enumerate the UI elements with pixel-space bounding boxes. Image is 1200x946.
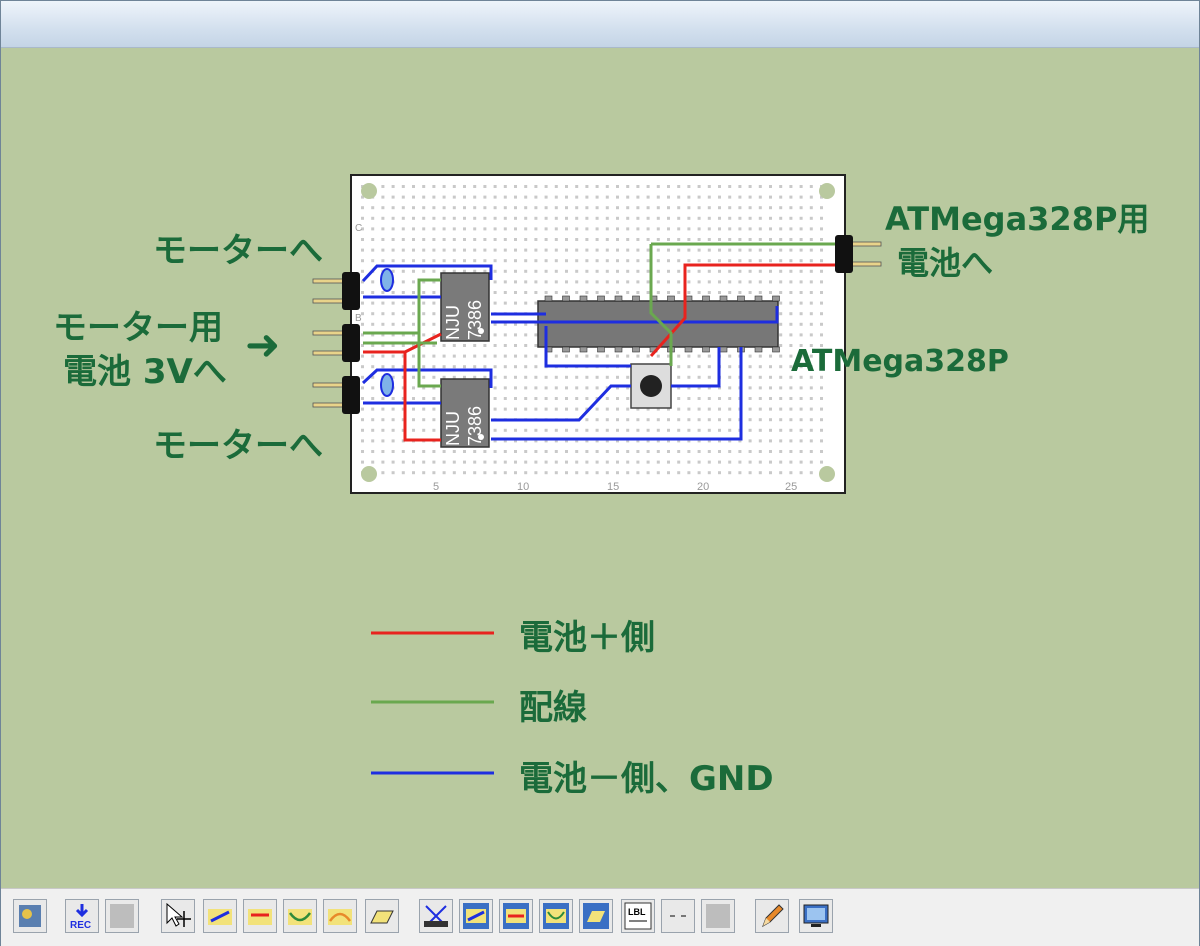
green-wires xyxy=(363,242,839,388)
pin-header-right xyxy=(835,235,882,273)
atmega-chip-label: ATMega328P xyxy=(791,344,1009,379)
col-number: 5 xyxy=(433,481,439,493)
monitor-button[interactable] xyxy=(799,899,833,933)
motor-battery-label-1: モーター用 xyxy=(53,308,223,348)
svg-text:REC: REC xyxy=(70,920,91,931)
pad-button[interactable] xyxy=(365,899,399,933)
rec-button[interactable]: REC xyxy=(65,899,99,933)
push-button-cap xyxy=(640,375,662,397)
legend-label-blue: 電池－側、GND xyxy=(519,759,774,799)
atmega-battery-label-2: 電池へ xyxy=(897,244,994,282)
blue-wires xyxy=(361,264,779,441)
pad-icon xyxy=(370,910,394,924)
wire-blue-button[interactable] xyxy=(203,899,237,933)
board-diagram: C B 5 10 15 20 25 NJU 7386 NJU 7386 xyxy=(312,174,882,775)
col-number: 20 xyxy=(697,481,709,493)
arrow-icon: ➜ xyxy=(245,320,281,369)
atmega-chip xyxy=(537,300,779,348)
row-label: B xyxy=(355,313,362,324)
blank2-button[interactable] xyxy=(701,899,735,933)
chip-label: NJU xyxy=(443,305,463,340)
pencil-button[interactable] xyxy=(755,899,789,933)
pencil-icon xyxy=(762,904,784,928)
motor-bottom-label: モーターへ xyxy=(153,426,323,466)
wire-red-button[interactable] xyxy=(243,899,277,933)
blank-button[interactable] xyxy=(105,899,139,933)
chip-label: NJU xyxy=(443,411,463,446)
pad-board-button[interactable] xyxy=(579,899,613,933)
svg-text:LBL: LBL xyxy=(628,907,646,917)
rec-icon: REC xyxy=(70,904,91,931)
capacitor xyxy=(380,268,394,292)
erase-button[interactable] xyxy=(419,899,453,933)
perfboard-holes xyxy=(361,185,823,475)
jumper-green-button[interactable] xyxy=(283,899,317,933)
jumper-board-icon xyxy=(543,903,569,929)
dash-icon xyxy=(670,915,686,917)
push-button xyxy=(630,363,672,409)
title-bar[interactable] xyxy=(1,1,1199,48)
wire-red-board-button[interactable] xyxy=(499,899,533,933)
wire-blue-board-icon xyxy=(463,903,489,929)
jumper-board-button[interactable] xyxy=(539,899,573,933)
capacitor xyxy=(380,373,394,397)
wire-red-board-icon xyxy=(503,903,529,929)
jumper-green-icon xyxy=(288,909,312,925)
legend-label-red: 電池＋側 xyxy=(519,618,655,658)
blank2-icon xyxy=(706,904,730,928)
atmega-battery-label-1: ATMega328P用 xyxy=(885,200,1150,238)
row-label: C xyxy=(355,223,362,234)
chip-dot xyxy=(478,328,484,334)
mount-hole xyxy=(819,466,835,482)
board-canvas[interactable]: C B 5 10 15 20 25 NJU 7386 NJU 7386 xyxy=(1,48,1199,888)
col-number: 10 xyxy=(517,481,529,493)
select-move-icon xyxy=(166,902,191,927)
erase-icon xyxy=(424,905,448,927)
wire-blue-board-button[interactable] xyxy=(459,899,493,933)
wire-blue-icon xyxy=(208,909,232,925)
bottom-toolbar: REC LBL xyxy=(1,888,1199,946)
legend-label-green: 配線 xyxy=(519,688,587,728)
label-icon: LBL xyxy=(624,902,652,930)
col-number: 25 xyxy=(785,481,797,493)
chip-dot xyxy=(478,434,484,440)
mount-hole xyxy=(361,183,377,199)
pin-headers-left xyxy=(312,272,360,414)
wire-red-icon xyxy=(248,909,272,925)
pad-board-icon xyxy=(583,903,609,929)
mount-hole xyxy=(361,466,377,482)
jumper-orange-button[interactable] xyxy=(323,899,357,933)
motor-top-label: モーターへ xyxy=(153,231,323,271)
monitor-icon xyxy=(803,904,829,927)
label-button[interactable]: LBL xyxy=(621,899,655,933)
chip-label: 7386 xyxy=(465,406,485,446)
jumper-orange-icon xyxy=(328,909,352,925)
motor-battery-label-2: 電池 3Vへ xyxy=(63,352,227,392)
mount-hole xyxy=(819,183,835,199)
chip-label: 7386 xyxy=(465,300,485,340)
dash-button[interactable] xyxy=(661,899,695,933)
col-number: 15 xyxy=(607,481,619,493)
app-icon xyxy=(19,905,41,927)
app-button[interactable] xyxy=(13,899,47,933)
blank-icon xyxy=(110,904,134,928)
select-move-button[interactable] xyxy=(161,899,195,933)
